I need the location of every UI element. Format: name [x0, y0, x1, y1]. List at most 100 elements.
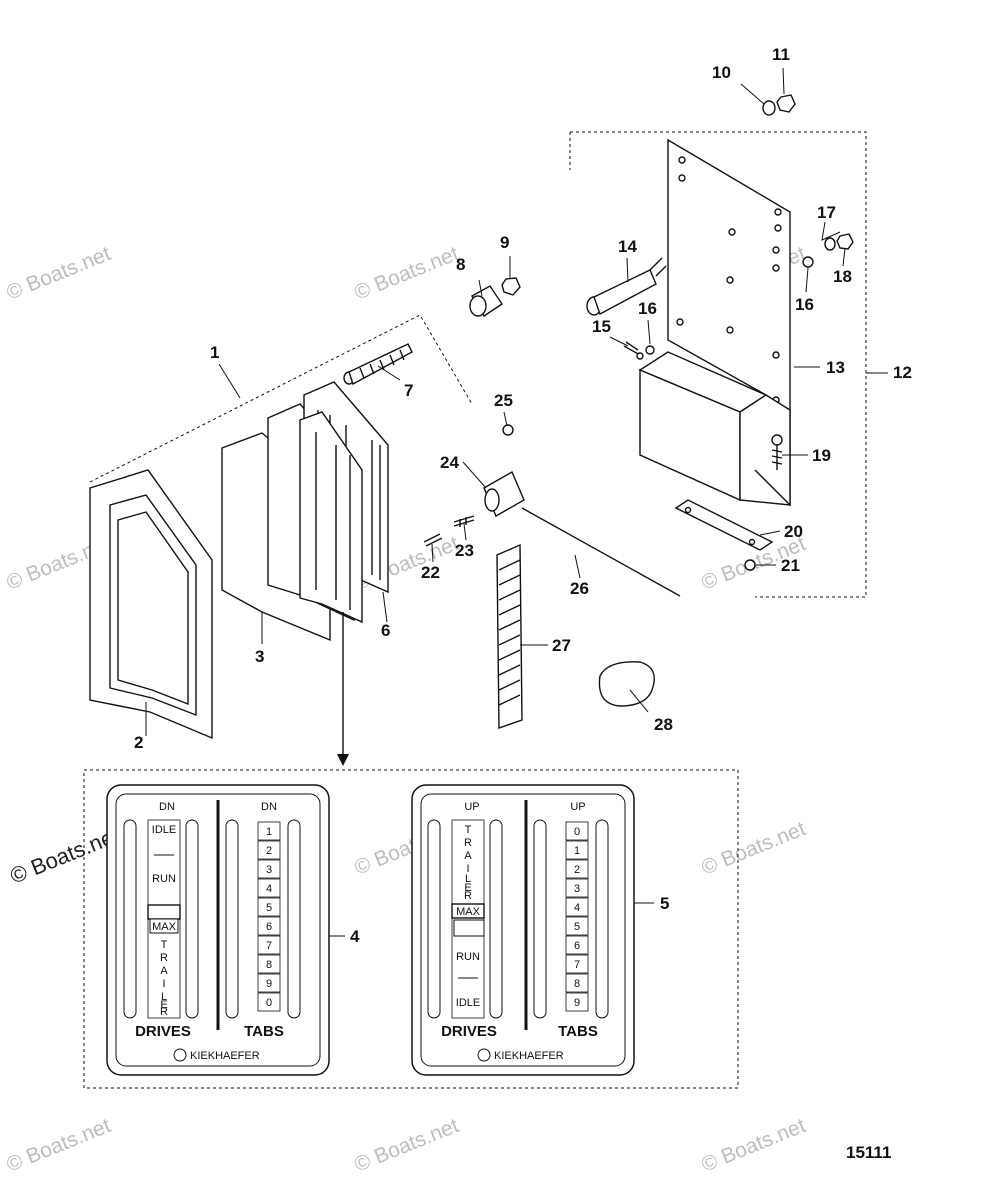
drive-label-a: A: [160, 965, 168, 977]
callout-19: 19: [812, 446, 831, 465]
bracket-assembly: [569, 94, 867, 598]
drive-label-run: RUN: [456, 951, 480, 963]
drives-header-up: UP: [464, 801, 479, 813]
nut-21: [744, 559, 756, 571]
callout-24: 24: [440, 453, 459, 472]
panel-up: UP T R A I L E R MAX RUN IDLE UP: [411, 784, 635, 1076]
watermark-10: © Boats.net: [351, 1114, 462, 1177]
drive-label-r2: R: [160, 1006, 168, 1018]
callout-27: 27: [552, 636, 571, 655]
callout-23: 23: [455, 541, 474, 560]
drive-label-r2: R: [464, 890, 472, 902]
callouts: 1 2 3 4 5 6 7 8 9 10 11 12 13 14 15 16 1…: [134, 45, 912, 1162]
callout-12: 12: [893, 363, 912, 382]
tab-number: 2: [266, 845, 272, 857]
connector-parts: [423, 424, 681, 597]
drive-lever-dn: [147, 904, 181, 920]
drive-lever-up: [453, 919, 485, 937]
callout-21: 21: [781, 556, 800, 575]
tab-number: 5: [574, 921, 580, 933]
drive-label-run: RUN: [152, 873, 176, 885]
drive-label-e: E: [160, 999, 167, 1011]
tab-number: 0: [266, 997, 272, 1009]
drive-label-t: T: [161, 939, 168, 951]
tabs-header-dn: DN: [261, 801, 277, 813]
tab-number: 3: [266, 864, 272, 876]
watermark-8: © Boats.net: [698, 817, 809, 880]
drive-label-l: L: [465, 873, 471, 885]
drive-label-idle: IDLE: [456, 997, 480, 1009]
watermark-11: © Boats.net: [698, 1114, 809, 1177]
tab-number: 2: [574, 864, 580, 876]
drive-label-t: T: [465, 824, 472, 836]
tab-number: 8: [266, 959, 272, 971]
callout-7: 7: [404, 381, 413, 400]
callout-18: 18: [833, 267, 852, 286]
brand-name-dn: KIEKHAEFER: [190, 1050, 260, 1062]
tab-number: 5: [266, 902, 272, 914]
tab-number: 8: [574, 978, 580, 990]
bracket-group-outline: [570, 131, 867, 598]
screw-23: [453, 515, 475, 527]
washer-17: [824, 237, 836, 251]
leader-lines: [145, 67, 888, 937]
brand-logo-icon: [173, 1048, 187, 1062]
callout-15: 15: [592, 317, 611, 336]
drive-label-idle: IDLE: [152, 824, 176, 836]
pin-22: [423, 533, 443, 547]
drive-label-r: R: [464, 837, 472, 849]
assembly-group-outline: [89, 314, 473, 483]
bracket-flange-side: [739, 394, 791, 506]
figure-number: 15111: [846, 1143, 891, 1162]
tabs-label-dn: TABS: [244, 1023, 284, 1040]
callout-16-left: 16: [638, 299, 657, 318]
callout-5: 5: [660, 894, 669, 913]
callout-14: 14: [618, 237, 637, 256]
nut-9: [501, 277, 521, 296]
screw-7: [343, 343, 413, 386]
callout-3: 3: [255, 647, 264, 666]
nut-11: [776, 94, 796, 113]
tab-number: 4: [266, 883, 272, 895]
watermark-dark: © Boats.net: [7, 822, 123, 888]
callout-4: 4: [350, 927, 360, 946]
spacer-and-nut: [469, 277, 521, 317]
part-28: [598, 661, 655, 707]
exploded-view-arrow: [337, 612, 349, 766]
watermark-2: © Boats.net: [351, 242, 462, 305]
nut-18: [836, 233, 854, 250]
brand-logo-icon: [477, 1048, 491, 1062]
tab-number: 6: [266, 921, 272, 933]
tab-number: 7: [266, 940, 272, 952]
tabs-header-up: UP: [570, 801, 585, 813]
bolt-14: [586, 257, 667, 316]
tab-number: 6: [574, 940, 580, 952]
tab-number: 7: [574, 959, 580, 971]
watermark-9: © Boats.net: [3, 1114, 114, 1177]
harness-27: [496, 543, 523, 729]
washer-10: [762, 100, 776, 116]
tab-number: 9: [266, 978, 272, 990]
callout-26: 26: [570, 579, 589, 598]
callout-22: 22: [421, 563, 440, 582]
tab-number: 9: [574, 997, 580, 1009]
callout-8: 8: [456, 255, 465, 274]
drive-label-max: MAX: [152, 921, 177, 933]
tab-scale-dn: 1 2 3 4 5 6 7 8 9 0: [257, 821, 281, 1012]
bezel: [89, 469, 213, 740]
drive-label-e: E: [464, 882, 471, 894]
callout-9: 9: [500, 233, 509, 252]
washer-16-right: [802, 256, 814, 268]
callout-13: 13: [826, 358, 845, 377]
panel-variants-outline: [83, 769, 739, 1089]
tab-number: 3: [574, 883, 580, 895]
tabs-label-up: TABS: [558, 1023, 598, 1040]
washer-16-left: [645, 345, 655, 355]
control-panel-assembly: [89, 314, 473, 740]
drive-label-max: MAX: [456, 906, 481, 918]
callout-11: 11: [772, 45, 790, 64]
tab-number: 1: [266, 826, 272, 838]
drive-label-r: R: [160, 952, 168, 964]
tab-number: 4: [574, 902, 580, 914]
